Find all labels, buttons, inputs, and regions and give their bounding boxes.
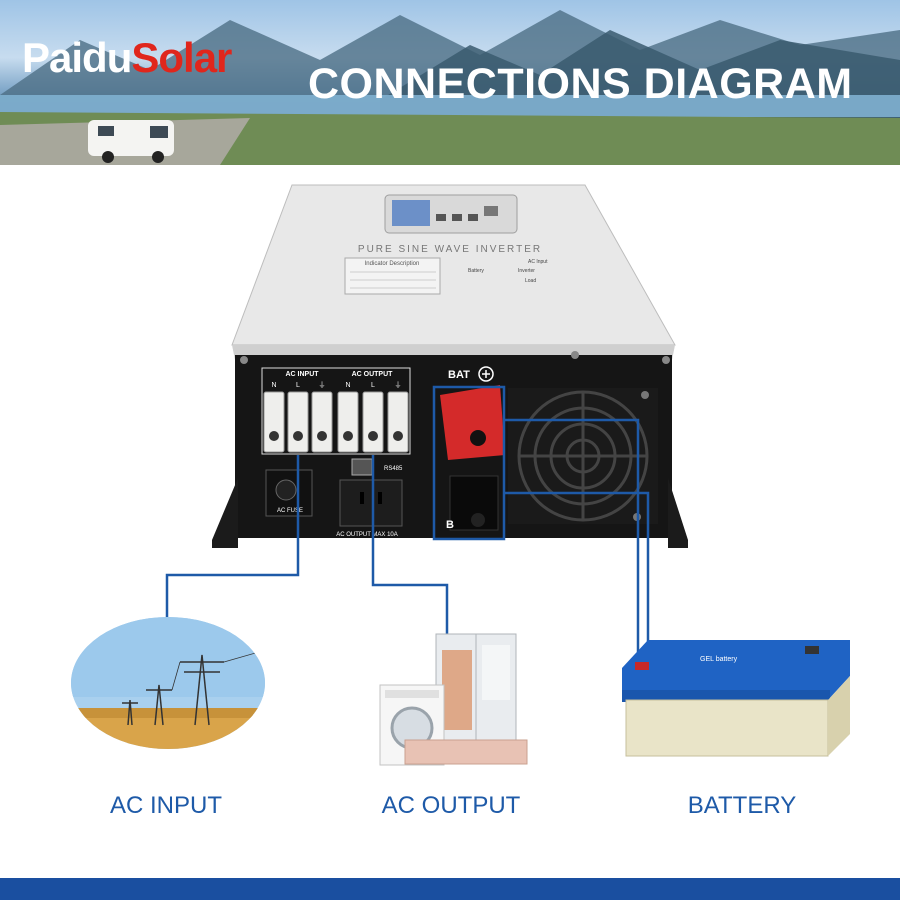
camper-van-icon: [88, 120, 174, 163]
ac-input-label: AC INPUT: [285, 371, 319, 378]
wire-battery-positive: [504, 418, 640, 665]
indicator-label: Indicator Description: [365, 261, 420, 267]
terminal-label-n-out: N: [345, 382, 350, 389]
bat-negative-label: B: [446, 519, 454, 531]
status-inverter: Inverter: [518, 268, 535, 274]
terminal-label-ground-in: ⏚: [319, 381, 326, 389]
power-line-illustration: [71, 617, 265, 749]
wire-ac-input: [165, 455, 300, 635]
wiring: [165, 385, 650, 665]
status-battery: Battery: [468, 268, 484, 274]
caption-ac-input: AC INPUT: [109, 792, 222, 819]
brand-name-part2: Solar: [131, 34, 232, 81]
connection-diagram: PURE SINE WAVE INVERTER Indicator Descri…: [71, 184, 850, 766]
cooling-fan: [508, 388, 658, 524]
wire-ac-output: [371, 455, 449, 635]
footer-bar: [0, 878, 900, 900]
brand-name-part1: Paidu: [22, 34, 132, 81]
battery-terminal-highlight: [432, 385, 506, 541]
terminal-label-ground-out: ⏚: [395, 381, 402, 389]
appliances-illustration: [379, 633, 528, 766]
wire-battery-negative: [504, 491, 650, 665]
rs485-label: RS485: [384, 466, 403, 472]
caption-ac-output: AC OUTPUT: [381, 792, 521, 819]
landscape-graphic: [0, 10, 900, 165]
transmission-tower-icon: [122, 649, 265, 726]
header-banner: PaiduSolar CONNECTIONS DIAGRAM: [0, 0, 900, 165]
battery-brand-label: GEL battery: [700, 656, 738, 663]
air-conditioner-icon: [404, 739, 528, 765]
page-title: CONNECTIONS DIAGRAM: [308, 60, 853, 108]
ac-outlet-label: AC OUTPUT MAX 10A: [336, 532, 398, 538]
ac-output-label: AC OUTPUT: [352, 371, 394, 378]
plus-icon: [478, 366, 494, 382]
lcd-screen: [392, 200, 430, 226]
terminal-block: [263, 391, 409, 453]
product-label: PURE SINE WAVE INVERTER: [358, 244, 542, 255]
terminal-label-l-out: L: [371, 382, 375, 389]
ac-fuse-label: AC FUSE: [277, 508, 303, 514]
terminal-label-n-in: N: [271, 382, 276, 389]
positive-terminal-cover: [440, 385, 505, 460]
bat-positive-label: BAT: [448, 369, 470, 381]
ac-outlet: [339, 479, 403, 527]
terminal-label-l-in: L: [296, 382, 300, 389]
caption-battery: BATTERY: [687, 792, 797, 819]
battery-illustration: GEL battery: [622, 640, 850, 757]
brand-logo: PaiduSolar: [22, 34, 232, 82]
rs485-port: [351, 458, 373, 476]
status-load: Load: [525, 278, 536, 284]
status-ac-input: AC Input: [528, 259, 548, 265]
